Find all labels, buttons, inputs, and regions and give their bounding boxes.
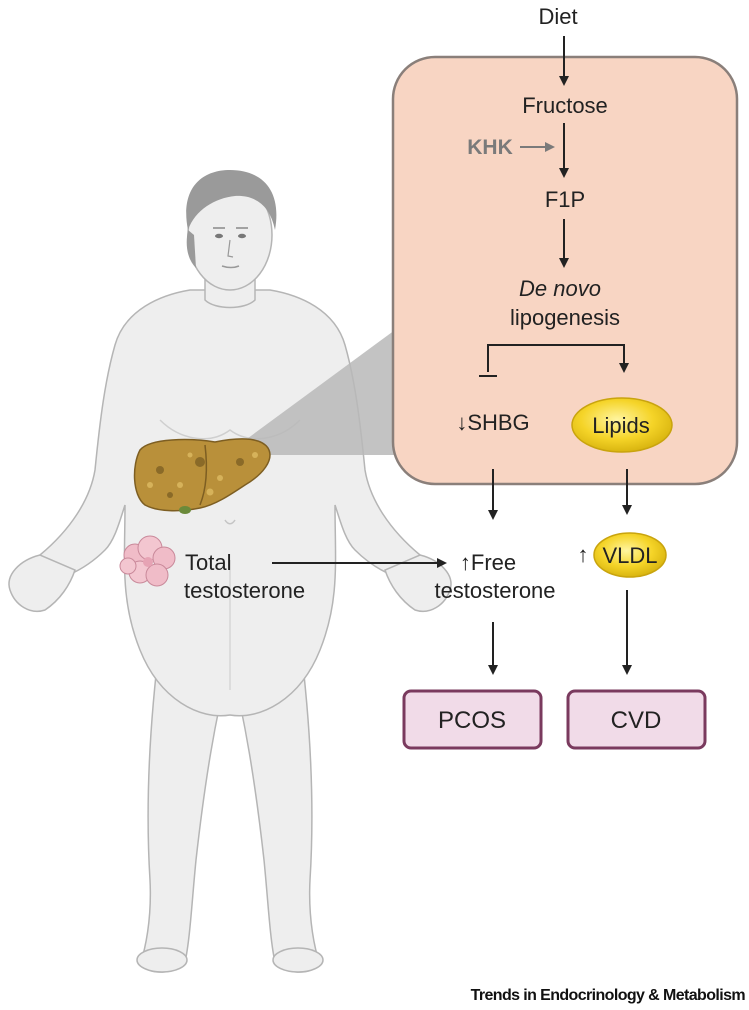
fructose-label: Fructose — [522, 93, 608, 118]
inhibition-branch — [487, 344, 629, 373]
pcos-label: PCOS — [438, 707, 506, 734]
zoom-cone — [225, 330, 395, 455]
vldl-up-arrow: ↑ — [578, 542, 589, 567]
journal-credit: Trends in Endocrinology & Metabolism — [471, 987, 746, 1004]
vldl-droplet — [593, 532, 667, 578]
liver-icon — [133, 438, 271, 514]
ovary-icon — [119, 535, 176, 587]
pcos-box — [402, 689, 543, 750]
total-testosterone-line1: Total — [185, 550, 231, 575]
de-novo-label: De novo — [519, 276, 601, 301]
cvd-box — [566, 689, 707, 750]
free-testosterone-line2: testosterone — [434, 578, 555, 603]
lipid-droplet — [571, 397, 673, 453]
lipogenesis-label: lipogenesis — [510, 305, 620, 330]
f1p-label: F1P — [545, 187, 585, 212]
hepatocyte-panel — [391, 55, 739, 486]
cvd-label: CVD — [611, 707, 662, 734]
total-testosterone-line2: testosterone — [184, 578, 305, 603]
pathway-arrows — [272, 36, 632, 675]
khk-label: KHK — [467, 136, 513, 159]
free-testosterone-line1: ↑Free — [460, 550, 516, 575]
diet-label: Diet — [538, 4, 577, 29]
shbg-label: ↓SHBG — [456, 410, 529, 435]
vldl-label: VLDL — [602, 543, 657, 568]
lipids-label: Lipids — [592, 413, 649, 438]
